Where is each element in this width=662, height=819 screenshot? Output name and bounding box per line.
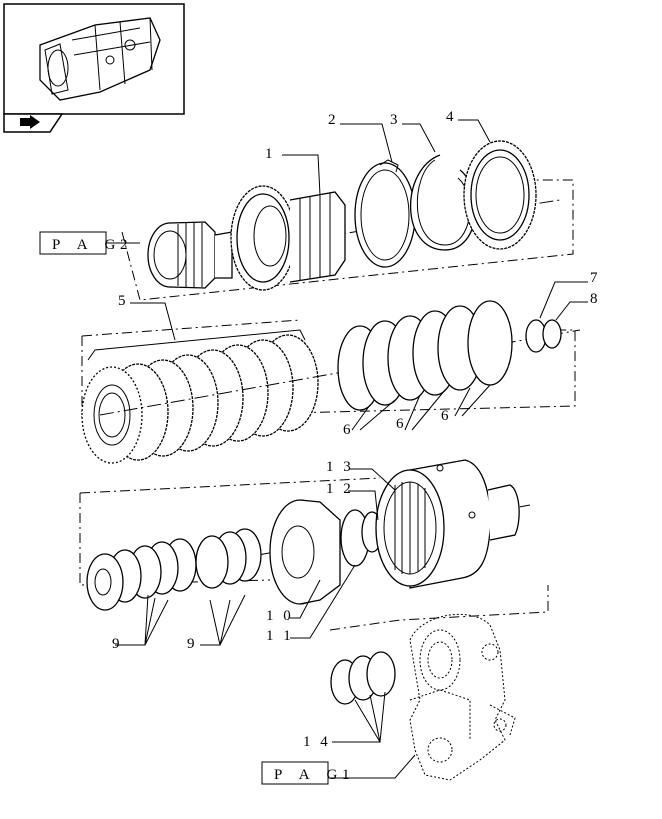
pag-ref-number: 2: [120, 237, 131, 253]
label-11: 1 1: [266, 628, 294, 644]
label-14: 1 4: [303, 734, 331, 750]
spring-rings-part-6: [337, 300, 513, 411]
snap-ring-part-2: [354, 159, 416, 268]
label-4: 4: [446, 109, 457, 125]
transmission-housing-thumbnail-icon: [39, 17, 161, 101]
label-9b: 9: [187, 636, 198, 652]
pag-ref-number: 1: [342, 767, 353, 783]
page-reference-box-2[interactable]: P A G 2: [39, 231, 131, 255]
label-6b: 6: [396, 416, 407, 432]
pag-ref-text: P A G: [52, 237, 122, 253]
label-1: 1: [265, 146, 276, 162]
rings-part-14: [330, 651, 396, 705]
splined-shaft-part: [147, 221, 233, 289]
gear-ring-part-4: [463, 140, 537, 250]
label-3: 3: [390, 112, 401, 128]
thumbnail-panel[interactable]: [3, 3, 185, 115]
label-9a: 9: [112, 636, 123, 652]
housing-part-dotted: [409, 613, 516, 781]
label-5: 5: [118, 293, 129, 309]
label-8: 8: [590, 291, 601, 307]
disc-springs-part-9: [86, 528, 262, 611]
nav-back-tab[interactable]: [3, 113, 64, 133]
clutch-drum-part-13: [375, 459, 520, 589]
label-12: 1 2: [326, 481, 354, 497]
label-13: 1 3: [326, 459, 354, 475]
label-2: 2: [328, 112, 339, 128]
piston-part-10: [269, 499, 341, 605]
label-7: 7: [590, 270, 601, 286]
label-6a: 6: [343, 422, 354, 438]
pag-ref-text: P A G: [274, 767, 344, 783]
page-reference-box-1[interactable]: P A G 1: [261, 761, 353, 785]
small-ring-part-8: [542, 319, 562, 349]
clutch-plate-pack-part-5: [81, 329, 319, 464]
retaining-ring-part-3: [410, 154, 477, 251]
label-6c: 6: [441, 408, 452, 424]
gear-hub-part-1: [230, 185, 346, 291]
label-10: 1 0: [266, 608, 294, 624]
arrow-back-icon: [20, 115, 40, 129]
